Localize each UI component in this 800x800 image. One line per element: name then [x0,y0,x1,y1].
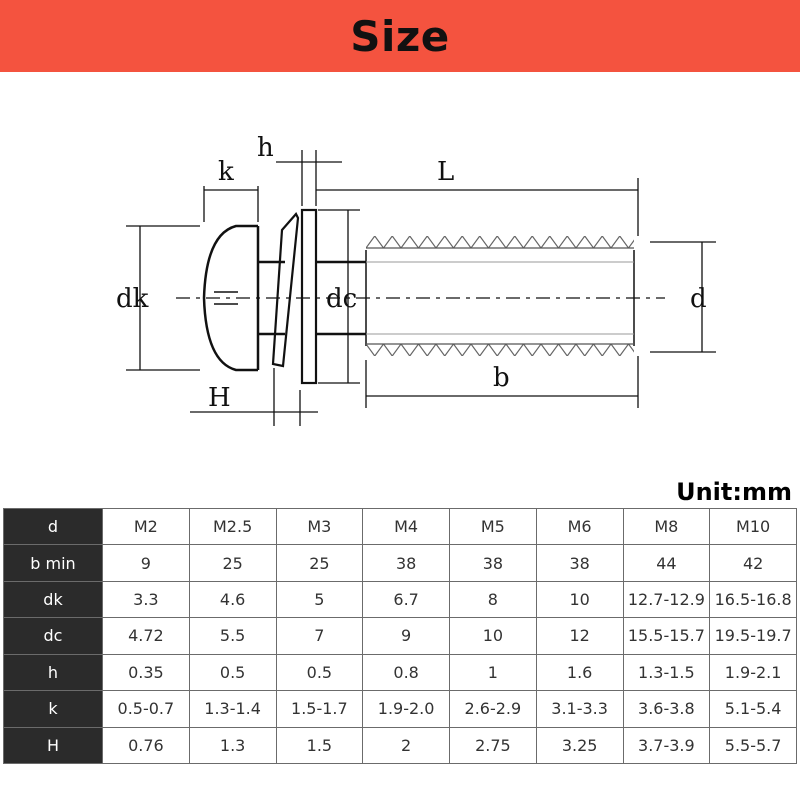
thread-teeth [366,236,634,356]
screw-outline [202,208,635,385]
row-header: dc [3,617,103,655]
table-cell: 1.5-1.7 [275,690,364,728]
table-cell: 1.6 [535,653,624,692]
table-cell: 1.9-2.1 [709,653,797,692]
table-cell: 25 [188,544,277,582]
table-cell: M3 [275,507,364,546]
table-cell: 10 [535,580,624,619]
table-cell: 6.7 [362,580,450,619]
table-cell: 3.6-3.8 [622,690,711,728]
label-b: b [493,363,510,393]
label-H: H [208,383,231,413]
table-cell: M5 [449,507,537,546]
table-cell: 1.9-2.0 [362,690,450,728]
title-banner: Size [0,0,800,72]
label-dc: dc [326,284,357,314]
table-cell: 1.3-1.4 [188,690,277,728]
table-cell: 5.1-5.4 [709,690,797,728]
table-cell: 2.75 [449,726,537,765]
table-cell: 9 [362,617,450,655]
table-cell: M2.5 [188,507,277,546]
row-header: h [3,653,103,692]
table-cell: 8 [449,580,537,619]
table-cell: 5.5-5.7 [709,726,797,765]
table-cell: 4.72 [102,617,190,655]
screw-dimension-diagram: k h L dk dc d b H [116,133,716,426]
table-cell: M2 [102,507,190,546]
label-k: k [218,157,234,187]
table-cell: 19.5-19.7 [709,617,797,655]
table-cell: 42 [709,544,797,582]
table-cell: 0.5 [188,653,277,692]
table-cell: 44 [622,544,711,582]
table-cell: 4.6 [188,580,277,619]
table-cell: 0.5 [275,653,364,692]
table-cell: 25 [275,544,364,582]
table-cell: 1.5 [275,726,364,765]
table-cell: 7 [275,617,364,655]
table-cell: M4 [362,507,450,546]
table-cell: M8 [622,507,711,546]
table-cell: 3.3 [102,580,190,619]
label-d: d [690,284,707,314]
unit-label: Unit:mm [676,478,792,506]
table-cell: 12 [535,617,624,655]
table-cell: 2 [362,726,450,765]
table-cell: 3.25 [535,726,624,765]
table-cell: M10 [709,507,797,546]
table-cell: 1 [449,653,537,692]
row-header: dk [3,580,103,619]
table-cell: 9 [102,544,190,582]
table-cell: 38 [449,544,537,582]
table-cell: M6 [535,507,624,546]
table-cell: 1.3-1.5 [622,653,711,692]
row-header: H [3,726,103,765]
table-cell: 1.3 [188,726,277,765]
table-cell: 0.5-0.7 [102,690,190,728]
table-cell: 12.7-12.9 [622,580,711,619]
label-dk: dk [116,284,149,314]
label-L: L [437,157,454,187]
row-header: k [3,690,103,728]
table-cell: 0.76 [102,726,190,765]
row-header: d [3,507,103,546]
table-cell: 3.7-3.9 [622,726,711,765]
table-cell: 10 [449,617,537,655]
page-title: Size [350,11,450,61]
table-cell: 2.6-2.9 [449,690,537,728]
table-cell: 5 [275,580,364,619]
table-cell: 0.35 [102,653,190,692]
table-cell: 15.5-15.7 [622,617,711,655]
table-cell: 5.5 [188,617,277,655]
table-cell: 38 [535,544,624,582]
table-cell: 3.1-3.3 [535,690,624,728]
table-cell: 38 [362,544,450,582]
dimension-lines [126,150,716,426]
table-cell: 16.5-16.8 [709,580,797,619]
row-header: b min [3,544,103,582]
table-cell: 0.8 [362,653,450,692]
label-h: h [257,133,274,163]
